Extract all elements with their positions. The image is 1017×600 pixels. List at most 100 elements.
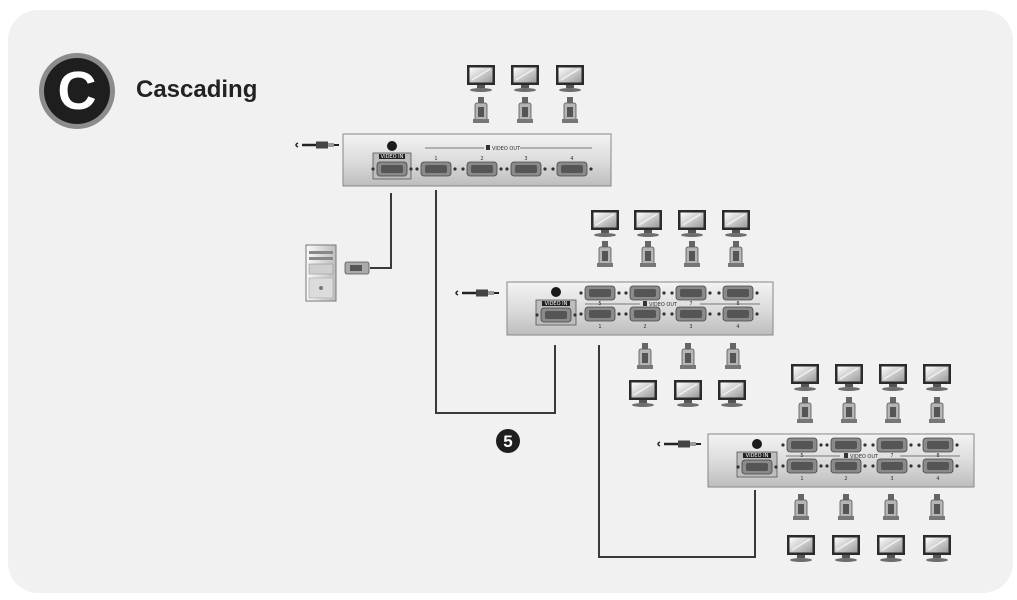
port-number: 2 — [844, 476, 847, 482]
video-in-label: VIDEO IN — [545, 301, 568, 307]
video-out-port-7 — [669, 285, 713, 301]
monitor-icon — [834, 363, 864, 392]
port-number: 1 — [800, 476, 803, 482]
port-number: 8 — [736, 301, 739, 307]
monitors-middle-bottom — [628, 342, 747, 408]
video-out-port-6 — [824, 437, 868, 453]
computer-vga-plug — [344, 261, 370, 275]
power-jack-icon — [551, 287, 561, 297]
video-out-port-2 — [623, 306, 667, 322]
port-number: 2 — [480, 156, 483, 162]
video-out-port-1 — [414, 161, 458, 177]
section-title: Cascading — [136, 76, 258, 103]
vga-connector-icon — [724, 342, 742, 370]
monitor-icon — [790, 363, 820, 392]
monitor-icon — [677, 209, 707, 238]
vga-connector-icon — [727, 240, 745, 268]
vga-connector-icon — [840, 396, 858, 424]
video-out-port-4 — [916, 458, 960, 474]
vga-connector-icon — [561, 96, 579, 124]
monitor-icon — [721, 209, 751, 238]
vga-connector-icon — [472, 96, 490, 124]
video-cables — [370, 190, 756, 558]
vga-connector-icon — [837, 493, 855, 521]
video-out-port-3 — [870, 458, 914, 474]
monitor-icon — [590, 209, 620, 238]
monitor-icon — [922, 534, 952, 563]
monitors-bottom-top — [790, 363, 952, 424]
video-out-port-5 — [578, 285, 622, 301]
monitor-icon — [628, 379, 658, 408]
splitter-middle: VIDEO IN VIDEO OUT 5 7 8 1 2 3 4 — [454, 209, 774, 408]
video-out-port-6 — [623, 285, 667, 301]
splitter-top: VIDEO IN VIDEO OUT 1 2 3 4 — [294, 64, 612, 187]
video-out-port-4 — [716, 306, 760, 322]
vga-connector-icon — [796, 396, 814, 424]
monitor-icon — [510, 64, 540, 93]
vga-connector-icon — [792, 493, 810, 521]
port-number: 5 — [800, 453, 803, 459]
video-out-port-1 — [578, 306, 622, 322]
step-marker: 5 — [496, 429, 520, 453]
port-number: 7 — [890, 453, 893, 459]
video-out-label: VIDEO OUT — [850, 454, 879, 460]
port-number: 1 — [434, 156, 437, 162]
port-number: 3 — [689, 324, 692, 330]
power-plug-icon — [294, 140, 341, 150]
vga-connector-icon — [596, 240, 614, 268]
port-number: 5 — [598, 301, 601, 307]
power-jack-icon — [752, 439, 762, 449]
monitor-icon — [786, 534, 816, 563]
port-number: 3 — [524, 156, 527, 162]
video-out-port-3 — [504, 161, 548, 177]
video-out-port-8 — [916, 437, 960, 453]
video-out-label: VIDEO OUT — [649, 302, 678, 308]
monitor-icon — [831, 534, 861, 563]
video-in-port — [370, 161, 414, 177]
vga-connector-icon — [882, 493, 900, 521]
splitter-bottom: VIDEO IN VIDEO OUT 5 7 8 1 2 3 4 — [656, 363, 975, 563]
step-number: 5 — [503, 432, 512, 451]
monitor-icon — [633, 209, 663, 238]
monitors-top — [466, 64, 585, 124]
section-badge: C — [39, 53, 115, 129]
port-number: 1 — [598, 324, 601, 330]
computer-cable — [370, 193, 392, 269]
video-out-port-5 — [780, 437, 824, 453]
video-out-port-1 — [780, 458, 824, 474]
cascade-cable-1 — [435, 190, 556, 414]
video-out-port-4 — [550, 161, 594, 177]
monitor-icon — [717, 379, 747, 408]
video-out-port-2 — [824, 458, 868, 474]
video-in-label: VIDEO IN — [381, 154, 404, 160]
cascade-cable-2 — [598, 345, 756, 558]
port-number: 4 — [936, 476, 939, 482]
monitor-icon — [555, 64, 585, 93]
monitor-icon — [673, 379, 703, 408]
video-out-port-8 — [716, 285, 760, 301]
port-number: 2 — [643, 324, 646, 330]
video-out-port-3 — [669, 306, 713, 322]
vga-connector-icon — [639, 240, 657, 268]
video-in-label: VIDEO IN — [746, 453, 769, 459]
vga-connector-icon — [636, 342, 654, 370]
monitors-bottom-bottom — [786, 493, 952, 563]
video-out-port-7 — [870, 437, 914, 453]
video-in-port — [534, 307, 578, 323]
power-plug-icon — [454, 288, 501, 298]
port-number: 8 — [936, 453, 939, 459]
monitor-icon — [876, 534, 906, 563]
section-letter: C — [44, 58, 110, 124]
power-jack-icon — [387, 141, 397, 151]
computer-tower — [305, 244, 337, 302]
monitor-icon — [878, 363, 908, 392]
video-in-port — [735, 459, 779, 475]
port-number: 7 — [689, 301, 692, 307]
monitor-icon — [466, 64, 496, 93]
vga-connector-icon — [884, 396, 902, 424]
power-plug-icon — [656, 439, 703, 449]
vga-connector-icon — [928, 396, 946, 424]
port-number: 3 — [890, 476, 893, 482]
video-out-label: VIDEO OUT — [492, 146, 521, 152]
